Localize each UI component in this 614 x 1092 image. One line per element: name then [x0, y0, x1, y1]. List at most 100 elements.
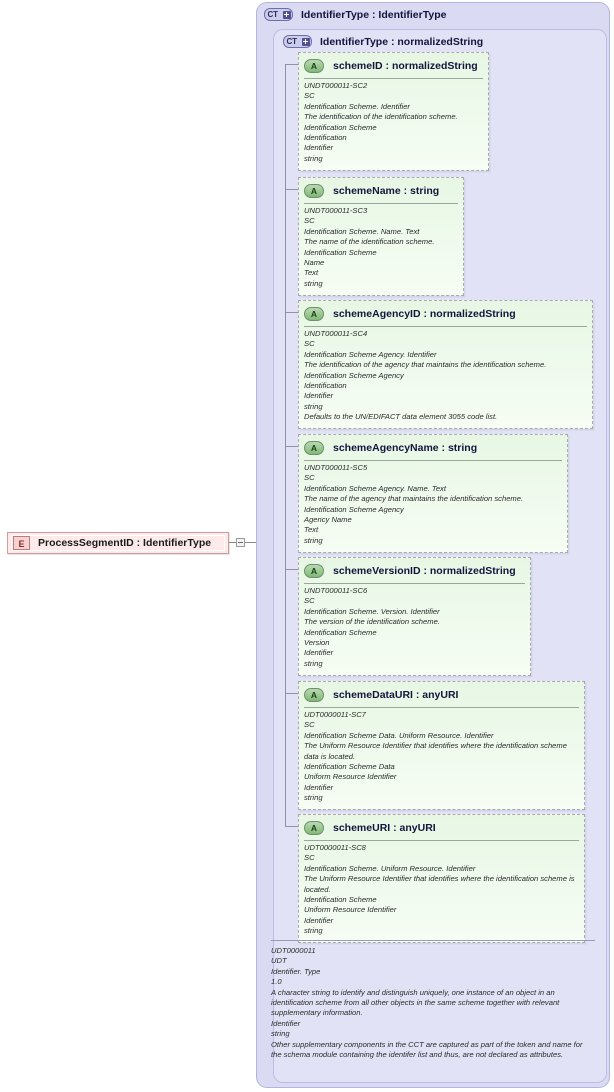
attribute-name: schemeID : normalizedString — [333, 59, 478, 72]
documentation-line: UNDT000011-SC2 — [304, 81, 368, 90]
documentation-line: string — [304, 153, 323, 163]
documentation-line: Identification Scheme. Version. Identifi… — [304, 606, 440, 616]
documentation-line: UNDT000011-SC4 — [304, 329, 368, 338]
attribute-icon: A — [304, 306, 324, 321]
attribute-icon-label: A — [310, 60, 318, 71]
documentation-line: 1.0 — [271, 977, 282, 987]
attribute-divider — [304, 326, 587, 327]
element-process-segment-id[interactable]: E ProcessSegmentID : IdentifierType — [7, 532, 229, 554]
documentation-line: UNDT000011-SC5 — [304, 463, 368, 472]
complextype-icon-label: CT — [267, 10, 278, 19]
element-connector-stub-right — [245, 542, 258, 543]
documentation-line: Identification Scheme. Name. Text — [304, 226, 420, 236]
attribute-divider — [304, 840, 579, 841]
documentation-line: The Uniform Resource Identifier that ide… — [304, 741, 567, 761]
attribute-divider — [304, 583, 525, 584]
attribute-divider — [304, 707, 579, 708]
attribute-icon-label: A — [310, 442, 318, 453]
plus-icon[interactable] — [282, 10, 291, 19]
collapse-toggle-icon[interactable] — [236, 538, 245, 547]
documentation-line: Identification — [304, 133, 347, 143]
inner-type-title: IdentifierType : normalizedString — [320, 35, 484, 48]
attribute-icon: A — [304, 563, 324, 578]
documentation-line: Agency Name — [304, 515, 352, 525]
documentation-line: Identifier — [304, 143, 334, 153]
documentation-line: The identification of the identification… — [304, 112, 458, 122]
documentation-line: SC — [304, 720, 315, 730]
documentation-line: Identification Scheme Agency — [304, 504, 404, 514]
documentation-line: UDT — [271, 956, 287, 966]
attribute-icon: A — [304, 820, 324, 835]
attribute-name: schemeName : string — [333, 184, 440, 197]
documentation-line: string — [304, 793, 323, 803]
documentation-line: Defaults to the UN/EDIFACT data element … — [304, 412, 498, 422]
plus-icon[interactable] — [301, 37, 310, 46]
attribute-connector — [285, 312, 298, 313]
documentation-line: string — [304, 535, 323, 545]
documentation-line: A character string to identify and disti… — [271, 987, 560, 1018]
documentation-line: string — [304, 401, 323, 411]
outer-type-title: IdentifierType : IdentifierType — [301, 8, 447, 21]
attribute-icon-label: A — [310, 822, 318, 833]
documentation-line: The name of the agency that maintains th… — [304, 494, 524, 504]
attribute-divider — [304, 203, 458, 204]
documentation-line: SC — [304, 216, 315, 226]
attribute-divider — [304, 460, 562, 461]
documentation-line: The name of the identification scheme. — [304, 237, 435, 247]
complextype-icon[interactable]: CT — [283, 35, 312, 48]
documentation-line: Identification Scheme Agency. Name. Text — [304, 483, 446, 493]
attribute-icon: A — [304, 58, 324, 73]
documentation-line: UDT0000011-SC7 — [304, 710, 366, 719]
attribute-connector — [285, 569, 298, 570]
documentation-line: Identification Scheme Agency. Identifier — [304, 349, 437, 359]
documentation-line: Identifier — [304, 648, 334, 658]
documentation-line: Identification Scheme — [304, 247, 377, 257]
documentation-line: SC — [304, 91, 315, 101]
attribute-name: schemeAgencyName : string — [333, 441, 478, 454]
documentation-line: Version — [304, 638, 330, 648]
documentation-line: Text — [304, 268, 319, 278]
documentation-line: Identification Scheme. Uniform Resource.… — [304, 863, 476, 873]
complextype-icon[interactable]: CT — [264, 8, 293, 21]
outer-type-header[interactable]: CT IdentifierType : IdentifierType — [264, 8, 446, 21]
attribute-icon-label: A — [310, 308, 318, 319]
documentation-line: Identifier — [271, 1018, 301, 1028]
documentation-line: Identifier. Type — [271, 966, 321, 976]
element-connector-stub-left — [229, 542, 237, 543]
documentation-line: string — [271, 1029, 290, 1039]
documentation-line: Identification Scheme Agency — [304, 370, 404, 380]
documentation-divider — [271, 940, 595, 941]
attribute-icon: A — [304, 687, 324, 702]
documentation-line: Uniform Resource Identifier — [304, 905, 397, 915]
documentation-line: The version of the identification scheme… — [304, 617, 440, 627]
attribute-icon-label: A — [310, 185, 318, 196]
documentation-line: SC — [304, 596, 315, 606]
documentation-line: Identification Scheme Data. Uniform Reso… — [304, 730, 494, 740]
documentation-line: Identification Scheme. Identifier — [304, 101, 410, 111]
complextype-icon-label: CT — [286, 37, 297, 46]
attribute-icon-label: A — [310, 689, 318, 700]
inner-type-header[interactable]: CT IdentifierType : normalizedString — [283, 35, 483, 48]
attribute-name: schemeURI : anyURI — [333, 821, 436, 834]
documentation-line: UDT0000011 — [271, 946, 316, 955]
